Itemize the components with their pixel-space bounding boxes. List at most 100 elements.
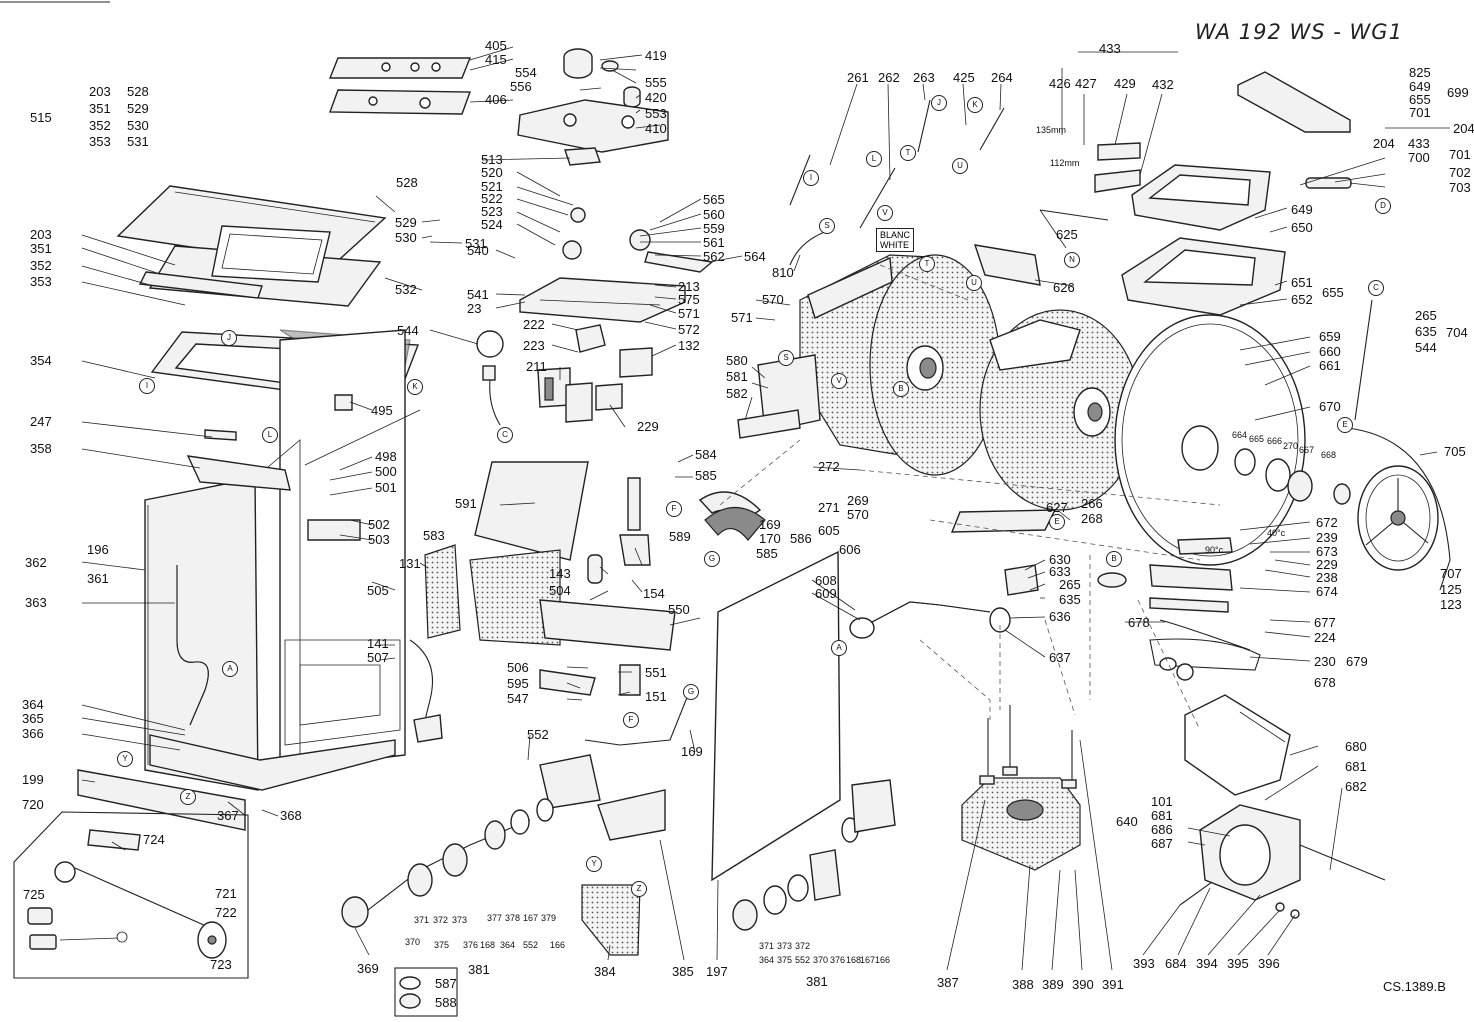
part-label: 529 bbox=[395, 215, 417, 230]
connector-marker: I bbox=[139, 378, 155, 394]
part-label: 687 bbox=[1151, 836, 1173, 851]
part-label: 213 bbox=[678, 279, 700, 294]
part-label: 376 bbox=[463, 940, 479, 950]
part-label: 362 bbox=[25, 555, 47, 570]
part-label: 725 bbox=[23, 887, 45, 902]
part-label: 677 bbox=[1314, 615, 1336, 630]
part-label: 530 bbox=[127, 118, 149, 133]
part-label: 391 bbox=[1102, 977, 1124, 992]
part-label: 551 bbox=[645, 665, 667, 680]
part-label: 351 bbox=[89, 101, 111, 116]
part-label: 561 bbox=[703, 235, 725, 250]
part-label: 229 bbox=[637, 419, 659, 434]
part-label: 640 bbox=[1116, 814, 1138, 829]
part-label: 500 bbox=[375, 464, 397, 479]
part-label: 358 bbox=[30, 441, 52, 456]
part-label: 810 bbox=[772, 265, 794, 280]
dispenser-assembly bbox=[1039, 71, 1373, 421]
part-label: 564 bbox=[744, 249, 766, 264]
part-label: 364 bbox=[22, 697, 44, 712]
leader-lines bbox=[81, 46, 1450, 971]
connector-marker: A bbox=[831, 640, 847, 656]
part-label: 169 bbox=[681, 744, 703, 759]
part-label: 581 bbox=[726, 369, 748, 384]
connector-marker: L bbox=[262, 427, 278, 443]
part-label: 552 bbox=[795, 955, 811, 965]
part-label: 425 bbox=[953, 70, 975, 85]
part-label: 363 bbox=[25, 595, 47, 610]
part-label: 540 bbox=[467, 243, 489, 258]
part-label: 370 bbox=[405, 937, 421, 947]
drawing-reference: CS.1389.B bbox=[1383, 979, 1446, 994]
assembly-guides bbox=[719, 264, 1221, 731]
part-label: 238 bbox=[1316, 570, 1338, 585]
part-label: 582 bbox=[726, 386, 748, 401]
part-label: 524 bbox=[481, 217, 503, 232]
part-label: 583 bbox=[423, 528, 445, 543]
part-label: 432 bbox=[1152, 77, 1174, 92]
connector-marker: T bbox=[919, 256, 935, 272]
part-label: 433 bbox=[1408, 136, 1430, 151]
connector-marker: Z bbox=[631, 881, 647, 897]
part-label: 272 bbox=[818, 459, 840, 474]
cabinet-base bbox=[149, 734, 396, 791]
part-label: 575 bbox=[678, 292, 700, 307]
connector-marker: G bbox=[683, 684, 699, 700]
size-label: 135mm bbox=[1036, 125, 1067, 135]
part-label: 390 bbox=[1072, 977, 1094, 992]
part-label: 608 bbox=[815, 573, 837, 588]
part-label: 699 bbox=[1447, 85, 1469, 100]
part-label: 419 bbox=[645, 48, 667, 63]
motor-and-feet bbox=[961, 694, 1386, 919]
part-label: 504 bbox=[549, 583, 571, 598]
part-label: 636 bbox=[1049, 609, 1071, 624]
part-label: 580 bbox=[726, 353, 748, 368]
part-label: 381 bbox=[806, 974, 828, 989]
connector-marker: J bbox=[931, 95, 947, 111]
drum-assembly bbox=[737, 99, 1451, 681]
part-label: 365 bbox=[22, 711, 44, 726]
part-label: 701 bbox=[1449, 147, 1471, 162]
part-label: 125 bbox=[1440, 582, 1462, 597]
part-label: 522 bbox=[481, 191, 503, 206]
part-label: 507 bbox=[367, 650, 389, 665]
part-label: 222 bbox=[523, 317, 545, 332]
white-label-en: WHITE bbox=[880, 240, 909, 250]
part-label: 707 bbox=[1440, 566, 1462, 581]
connector-marker: V bbox=[831, 373, 847, 389]
part-label: 395 bbox=[1227, 956, 1249, 971]
part-label: 203 bbox=[30, 227, 52, 242]
part-label: 371 bbox=[414, 915, 430, 925]
part-label: 587 bbox=[435, 976, 457, 991]
electronic-box bbox=[424, 544, 461, 639]
part-label: 167 bbox=[860, 955, 876, 965]
part-label: 506 bbox=[507, 660, 529, 675]
part-label: 394 bbox=[1196, 956, 1218, 971]
connector-marker: S bbox=[778, 350, 794, 366]
part-label: 265 bbox=[1415, 308, 1437, 323]
part-label: 555 bbox=[645, 75, 667, 90]
size-label: 112mm bbox=[1050, 158, 1080, 168]
connector-marker: B bbox=[893, 381, 909, 397]
part-label: 154 bbox=[643, 586, 665, 601]
part-label: 571 bbox=[731, 310, 753, 325]
part-label: 371 bbox=[759, 941, 775, 951]
part-label: 502 bbox=[368, 517, 390, 532]
part-label: 381 bbox=[468, 962, 490, 977]
part-label: 168 bbox=[480, 940, 496, 950]
part-label: 166 bbox=[875, 955, 891, 965]
connector-marker: Y bbox=[117, 751, 133, 767]
part-label: 704 bbox=[1446, 325, 1468, 340]
part-label: 530 bbox=[395, 230, 417, 245]
part-label: 101 bbox=[1151, 794, 1173, 809]
part-label: 531 bbox=[127, 134, 149, 149]
part-label: 528 bbox=[127, 84, 149, 99]
connector-marker: G bbox=[704, 551, 720, 567]
connector-marker: T bbox=[900, 145, 916, 161]
part-label: 263 bbox=[913, 70, 935, 85]
part-label: 196 bbox=[87, 542, 109, 557]
part-label: 660 bbox=[1319, 344, 1341, 359]
part-label: 680 bbox=[1345, 739, 1367, 754]
part-label: 664 bbox=[1232, 430, 1248, 440]
